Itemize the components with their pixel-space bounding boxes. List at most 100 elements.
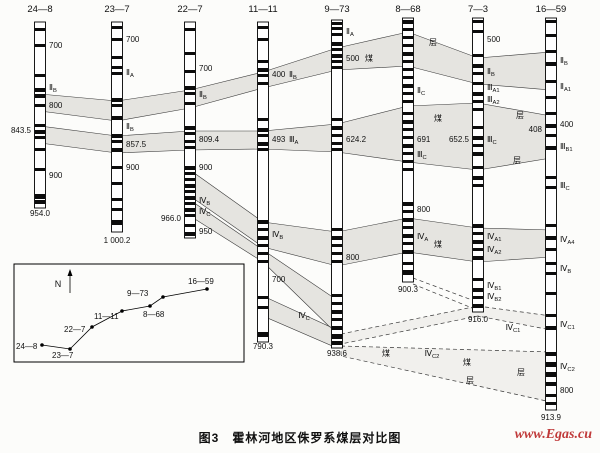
lithology-band bbox=[112, 66, 122, 69]
depth-annotation: ⅣB bbox=[272, 230, 283, 241]
depth-annotation: ⅡB bbox=[126, 122, 134, 133]
north-arrow-head bbox=[67, 269, 73, 276]
depth-annotation: 700 bbox=[49, 41, 63, 50]
seam-label: 煤 bbox=[463, 357, 471, 367]
seam-label: ⅣC bbox=[298, 311, 310, 322]
lithology-band bbox=[546, 224, 556, 227]
depth-annotation: 843.5 bbox=[11, 126, 32, 135]
lithology-band bbox=[112, 166, 122, 169]
lithology-band bbox=[473, 108, 483, 111]
lithology-band bbox=[332, 48, 342, 51]
dashed-correlation-line bbox=[412, 277, 473, 301]
lithology-band bbox=[546, 314, 556, 317]
lithology-band bbox=[35, 74, 45, 77]
depth-annotation: 408 bbox=[529, 125, 543, 134]
lithology-band bbox=[473, 296, 483, 299]
lithology-band bbox=[473, 92, 483, 96]
depth-annotation: 900 bbox=[126, 163, 140, 172]
depth-annotation: ⅡB bbox=[49, 83, 57, 94]
lithology-band bbox=[332, 134, 342, 137]
lithology-band bbox=[112, 38, 122, 41]
lithology-band bbox=[258, 82, 268, 85]
lithology-band bbox=[473, 126, 483, 129]
depth-annotation: 700 bbox=[272, 275, 286, 284]
borehole-name: 22—7 bbox=[177, 4, 202, 15]
depth-annotation: ⅣB bbox=[199, 196, 210, 207]
lithology-band bbox=[112, 116, 122, 120]
lithology-band bbox=[185, 102, 195, 105]
lithology-band bbox=[332, 126, 342, 130]
lithology-band bbox=[332, 228, 342, 231]
depth-annotation: 900 bbox=[199, 163, 213, 172]
lithology-band bbox=[258, 128, 268, 132]
lithology-band bbox=[35, 44, 45, 47]
lithology-band bbox=[546, 236, 556, 240]
lithology-band bbox=[546, 146, 556, 150]
lithology-band bbox=[546, 124, 556, 128]
borehole-name: 8—68 bbox=[395, 4, 420, 15]
borehole-name: 9—73 bbox=[324, 4, 349, 15]
depth-annotation: ⅢA2 bbox=[487, 95, 500, 106]
borehole-name: 7—3 bbox=[468, 4, 488, 15]
lithology-band bbox=[403, 36, 413, 39]
depth-annotation: ⅣB bbox=[560, 264, 571, 275]
hole-bottom-depth: 790.3 bbox=[253, 342, 274, 351]
depth-annotation: 493 bbox=[272, 135, 286, 144]
lithology-band bbox=[403, 52, 413, 56]
lithology-band bbox=[473, 54, 483, 57]
depth-annotation: ⅡB bbox=[199, 90, 207, 101]
depth-annotation: ⅡB bbox=[560, 56, 568, 67]
north-label: N bbox=[55, 279, 62, 289]
seam-label: 层 bbox=[513, 156, 521, 165]
lithology-band bbox=[546, 262, 556, 265]
lithology-band bbox=[185, 52, 195, 55]
lithology-band bbox=[403, 44, 413, 47]
seam-label: ⅣC1 bbox=[506, 323, 521, 334]
lithology-band bbox=[473, 278, 483, 281]
lithology-band bbox=[332, 260, 342, 263]
lithology-band bbox=[546, 292, 556, 295]
seam-label: 煤 bbox=[434, 113, 442, 123]
depth-annotation: ⅣB2 bbox=[487, 292, 501, 303]
lithology-band bbox=[473, 232, 483, 235]
lithology-band bbox=[332, 334, 342, 339]
lithology-band bbox=[35, 168, 45, 171]
depth-annotation: 800 bbox=[417, 205, 431, 214]
lithology-band bbox=[403, 262, 413, 265]
borehole-column bbox=[545, 17, 557, 411]
lithology-band bbox=[332, 318, 342, 321]
lithology-band bbox=[185, 28, 195, 31]
borehole-location-dot bbox=[205, 287, 209, 291]
lithology-band bbox=[546, 134, 556, 137]
depth-annotation: 950 bbox=[199, 227, 213, 236]
seam-label: 层 bbox=[516, 111, 524, 120]
lithology-band bbox=[185, 208, 195, 212]
lithology-band bbox=[258, 296, 268, 299]
lithology-band bbox=[35, 136, 45, 139]
borehole-location-dot bbox=[40, 343, 44, 347]
lithology-band bbox=[112, 72, 122, 75]
lithology-band bbox=[112, 56, 122, 59]
lithology-band bbox=[112, 148, 122, 152]
borehole-location-dot bbox=[90, 325, 94, 329]
lithology-band bbox=[332, 302, 342, 305]
depth-annotation: 400 bbox=[560, 120, 574, 129]
depth-annotation: ⅣC1 bbox=[560, 320, 575, 331]
lithology-band bbox=[332, 148, 342, 151]
lithology-band bbox=[332, 66, 342, 69]
hole-bottom-depth: 913.9 bbox=[541, 413, 562, 422]
lithology-band bbox=[332, 27, 342, 30]
lithology-band bbox=[332, 142, 342, 145]
watermark-text: www.Egas.cu bbox=[514, 427, 592, 442]
depth-annotation: ⅡA1 bbox=[560, 82, 571, 93]
lithology-band bbox=[185, 214, 195, 217]
lithology-band bbox=[546, 248, 556, 251]
lithology-band bbox=[473, 240, 483, 244]
lithology-band bbox=[473, 20, 483, 23]
lithology-band bbox=[35, 194, 45, 199]
depth-annotation: ⅢC bbox=[560, 181, 570, 192]
